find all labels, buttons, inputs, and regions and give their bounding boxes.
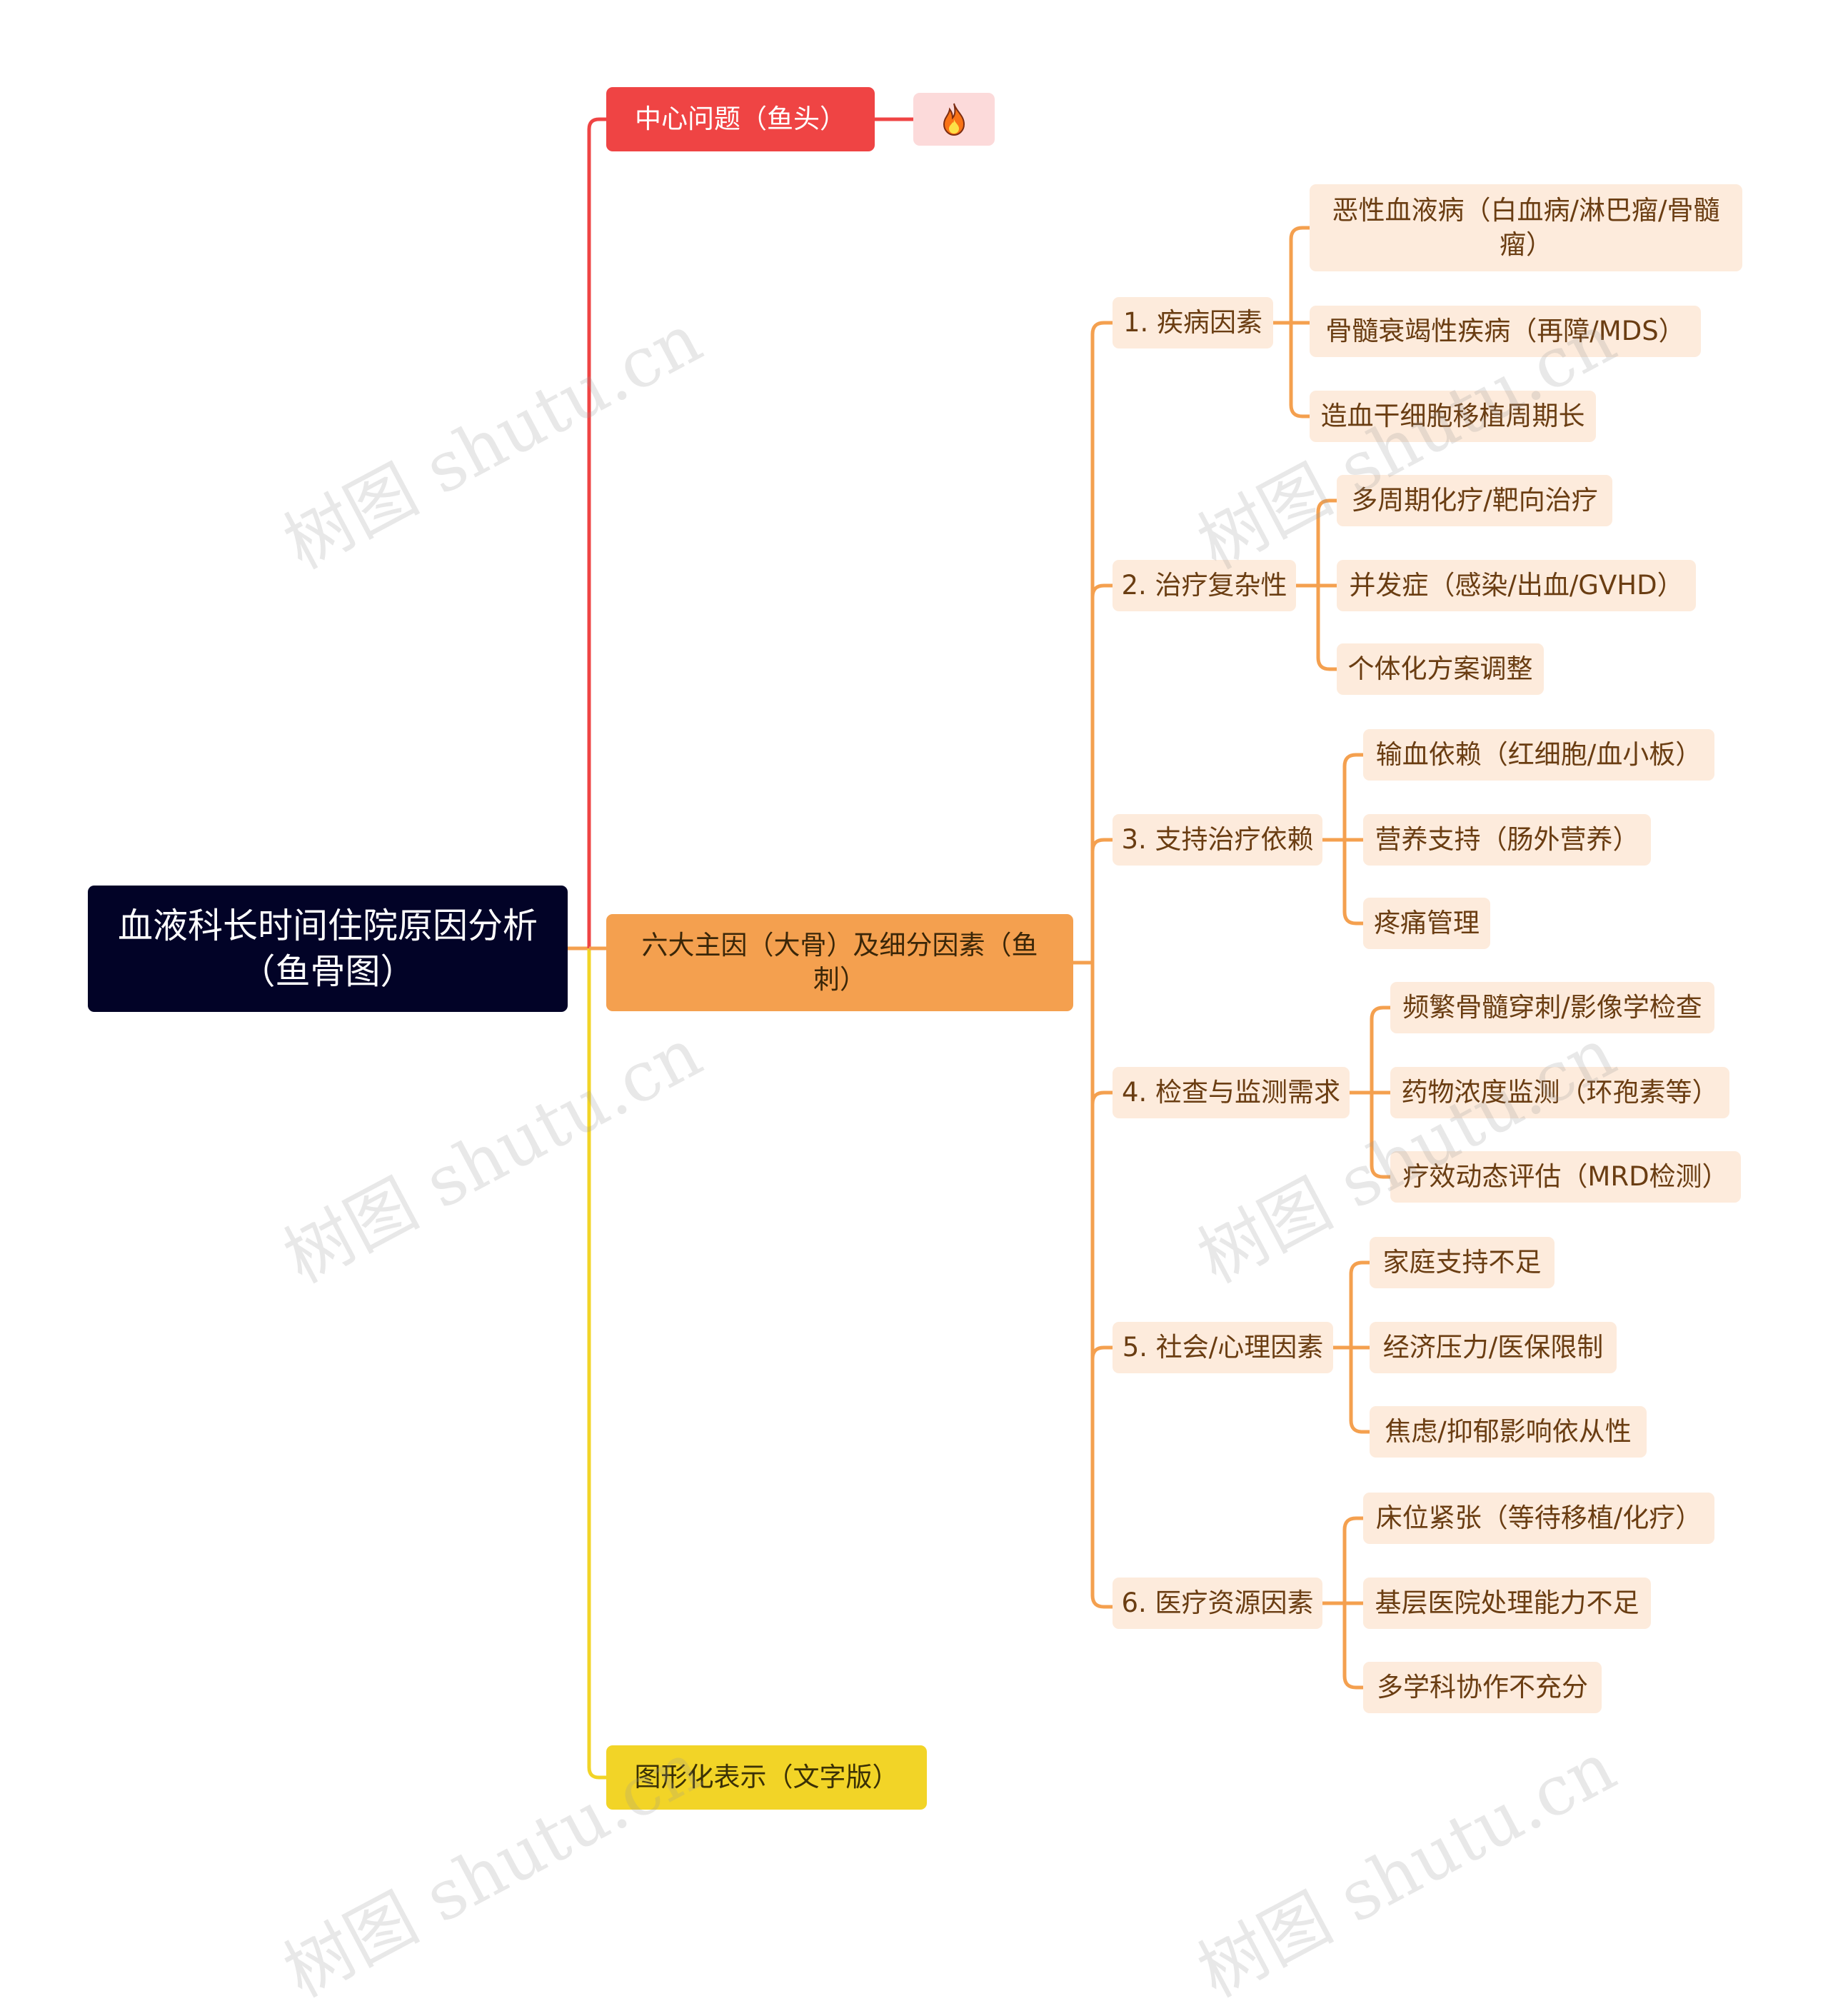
leaf-node[interactable]: 频繁骨髓穿刺/影像学检查 bbox=[1390, 982, 1714, 1033]
leaf-node[interactable]: 床位紧张（等待移植/化疗） bbox=[1363, 1493, 1714, 1544]
category-node-4[interactable]: 4. 检查与监测需求 bbox=[1113, 1067, 1350, 1118]
fire-icon-node[interactable] bbox=[913, 93, 995, 146]
leaf-node[interactable]: 并发症（感染/出血/GVHD） bbox=[1337, 560, 1696, 611]
leaf-label: 床位紧张（等待移植/化疗） bbox=[1375, 1502, 1702, 1533]
branch-head-node[interactable]: 中心问题（鱼头） bbox=[606, 87, 875, 151]
leaf-node[interactable]: 输血依赖（红细胞/血小板） bbox=[1363, 729, 1714, 781]
leaf-node[interactable]: 焦虑/抑郁影响依从性 bbox=[1370, 1406, 1647, 1458]
leaf-node[interactable]: 恶性血液病（白血病/淋巴瘤/骨髓瘤） bbox=[1310, 184, 1742, 271]
category-label: 3. 支持治疗依赖 bbox=[1121, 823, 1314, 855]
leaf-node[interactable]: 家庭支持不足 bbox=[1370, 1237, 1555, 1288]
connector-lines bbox=[568, 117, 1390, 1780]
leaf-label: 恶性血液病（白血病/淋巴瘤/骨髓瘤） bbox=[1332, 194, 1720, 260]
leaf-label: 输血依赖（红细胞/血小板） bbox=[1375, 738, 1702, 770]
leaf-label: 疗效动态评估（MRD检测） bbox=[1402, 1160, 1729, 1192]
leaf-label: 药物浓度监测（环孢素等） bbox=[1401, 1076, 1719, 1108]
leaf-node[interactable]: 造血干细胞移植周期长 bbox=[1310, 391, 1596, 442]
leaf-label: 造血干细胞移植周期长 bbox=[1320, 400, 1585, 431]
category-label: 5. 社会/心理因素 bbox=[1122, 1331, 1324, 1363]
category-node-2[interactable]: 2. 治疗复杂性 bbox=[1113, 560, 1296, 611]
category-label: 1. 疾病因素 bbox=[1123, 306, 1263, 338]
leaf-label: 疼痛管理 bbox=[1374, 907, 1480, 938]
root-label: 血液科长时间住院原因分析（鱼骨图） bbox=[117, 905, 538, 992]
leaf-node[interactable]: 疼痛管理 bbox=[1363, 898, 1490, 949]
leaf-label: 频繁骨髓穿刺/影像学检查 bbox=[1402, 991, 1702, 1023]
category-label: 6. 医疗资源因素 bbox=[1121, 1587, 1314, 1618]
leaf-node[interactable]: 疗效动态评估（MRD检测） bbox=[1390, 1151, 1741, 1203]
leaf-label: 营养支持（肠外营养） bbox=[1375, 823, 1639, 855]
leaf-node[interactable]: 骨髓衰竭性疾病（再障/MDS） bbox=[1310, 306, 1701, 357]
leaf-node[interactable]: 多学科协作不充分 bbox=[1363, 1662, 1602, 1713]
branch-head-label: 中心问题（鱼头） bbox=[635, 103, 846, 134]
category-node-1[interactable]: 1. 疾病因素 bbox=[1113, 297, 1273, 348]
category-node-3[interactable]: 3. 支持治疗依赖 bbox=[1113, 814, 1322, 866]
branch-text-node[interactable]: 图形化表示（文字版） bbox=[606, 1745, 927, 1810]
leaf-node[interactable]: 个体化方案调整 bbox=[1337, 643, 1544, 695]
branch-bones-label: 六大主因（大骨）及细分因素（鱼刺） bbox=[641, 929, 1038, 995]
leaf-label: 经济压力/医保限制 bbox=[1382, 1331, 1604, 1363]
leaf-node[interactable]: 营养支持（肠外营养） bbox=[1363, 814, 1651, 866]
leaf-label: 多学科协作不充分 bbox=[1377, 1671, 1588, 1702]
root-node[interactable]: 血液科长时间住院原因分析（鱼骨图） bbox=[88, 886, 568, 1012]
category-label: 4. 检查与监测需求 bbox=[1121, 1076, 1341, 1108]
category-label: 2. 治疗复杂性 bbox=[1121, 569, 1287, 601]
leaf-node[interactable]: 经济压力/医保限制 bbox=[1370, 1322, 1617, 1373]
leaf-label: 并发症（感染/出血/GVHD） bbox=[1349, 569, 1684, 601]
category-node-6[interactable]: 6. 医疗资源因素 bbox=[1113, 1578, 1322, 1629]
leaf-node[interactable]: 药物浓度监测（环孢素等） bbox=[1390, 1067, 1729, 1118]
leaf-label: 个体化方案调整 bbox=[1347, 653, 1533, 684]
leaf-label: 骨髓衰竭性疾病（再障/MDS） bbox=[1325, 315, 1685, 346]
category-node-5[interactable]: 5. 社会/心理因素 bbox=[1113, 1322, 1333, 1373]
leaf-label: 家庭支持不足 bbox=[1382, 1246, 1542, 1278]
leaf-node[interactable]: 基层医院处理能力不足 bbox=[1363, 1578, 1651, 1629]
branch-bones-node[interactable]: 六大主因（大骨）及细分因素（鱼刺） bbox=[606, 914, 1073, 1011]
leaf-node[interactable]: 多周期化疗/靶向治疗 bbox=[1337, 475, 1612, 526]
leaf-label: 多周期化疗/靶向治疗 bbox=[1351, 484, 1598, 516]
leaf-label: 焦虑/抑郁影响依从性 bbox=[1385, 1415, 1632, 1447]
branch-text-label: 图形化表示（文字版） bbox=[634, 1761, 899, 1792]
fire-icon bbox=[943, 103, 965, 136]
leaf-label: 基层医院处理能力不足 bbox=[1375, 1587, 1639, 1618]
